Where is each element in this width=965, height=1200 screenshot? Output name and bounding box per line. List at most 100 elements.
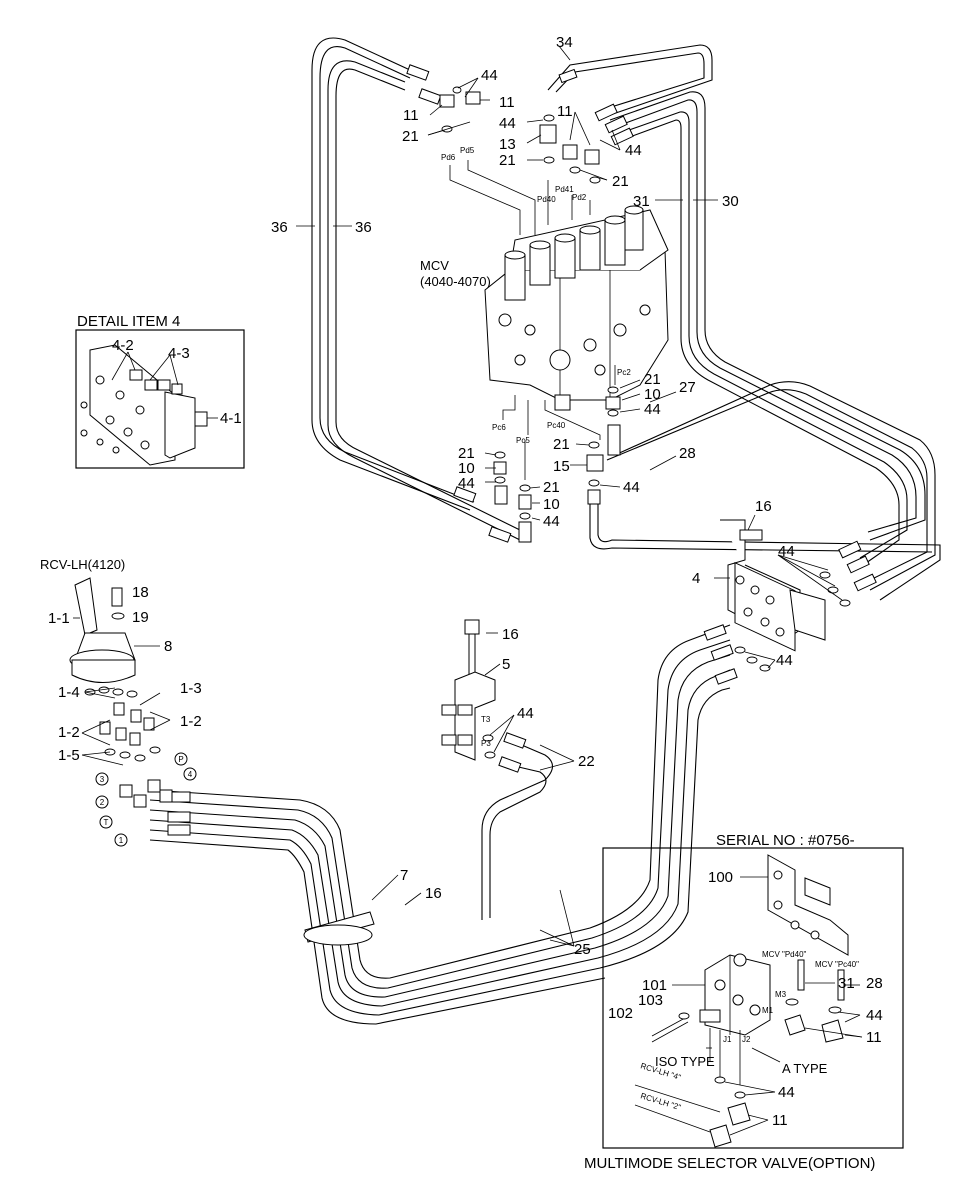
hose-36-outer	[311, 37, 475, 511]
callout-number: 19	[132, 609, 149, 626]
port-label: P3	[481, 739, 491, 748]
callout-number: 27	[679, 379, 696, 396]
mcv-title: MCV	[420, 258, 449, 273]
circled-label: P	[178, 755, 183, 764]
callout-number: 1-4	[58, 684, 80, 701]
circled-label: 2	[100, 798, 105, 807]
iso-type-note: ISO TYPE	[655, 1054, 715, 1069]
callout-number: 13	[499, 136, 516, 153]
callout-number: 11	[499, 94, 515, 111]
callout-number: 100	[708, 869, 733, 886]
circled-label: T	[104, 818, 109, 827]
callout-number: 16	[425, 885, 442, 902]
port-label: M3	[775, 990, 787, 999]
callout-number: 44	[543, 513, 560, 530]
a-type-note: A TYPE	[782, 1061, 828, 1076]
callout-number: 21	[458, 445, 475, 462]
callout-number: 21	[612, 173, 629, 190]
callout-number: 44	[644, 401, 661, 418]
callout-number: 18	[132, 584, 149, 601]
callout-number: 10	[458, 460, 475, 477]
callout-number: 31	[633, 193, 650, 210]
rcv-lh-title: RCV-LH(4120)	[40, 557, 125, 572]
callout-number: 11	[403, 107, 419, 124]
callout-number: 31	[838, 975, 855, 992]
port-label: Pd5	[460, 146, 475, 155]
callout-number: 44	[499, 115, 516, 132]
hose-30-31	[609, 91, 926, 571]
hose-fittings	[167, 64, 877, 836]
callout-number: 30	[722, 193, 739, 210]
bracket-item-5	[441, 619, 496, 761]
callout-number: 44	[623, 479, 640, 496]
callout-number: 10	[543, 496, 560, 513]
bracket-item-4	[720, 519, 851, 672]
callout-number: 15	[553, 458, 570, 475]
detail-item-4-box	[75, 329, 245, 469]
callout-number: 11	[866, 1029, 882, 1046]
callout-number: 34	[556, 34, 573, 51]
port-labels: Pd6 Pd5 Pd40 Pd41 Pd2 Pc2 Pc6 Pc5 Pc40 J…	[441, 146, 787, 1044]
circled-label: 4	[188, 770, 193, 779]
callout-numbers: 44 11 11 21 44 13 21 11 44 21 34 31 30 3…	[48, 34, 883, 1129]
hose-34	[547, 44, 713, 116]
callout-number: 103	[638, 992, 663, 1009]
port-label: Pd2	[572, 193, 587, 202]
callout-number: 1-1	[48, 610, 70, 627]
callout-number: 28	[866, 975, 883, 992]
callout-number: 101	[642, 977, 667, 994]
callout-number: 25	[574, 941, 591, 958]
callout-number: 44	[481, 67, 498, 84]
mcv-pilot-lines	[449, 160, 616, 480]
callout-number: 11	[772, 1112, 788, 1129]
port-label: Pd41	[555, 185, 574, 194]
port-label: Pc2	[617, 368, 631, 377]
callout-number: 44	[625, 142, 642, 159]
hose-25-bundle	[149, 624, 731, 1025]
callout-number: 21	[402, 128, 419, 145]
callout-number: 4-2	[112, 337, 134, 354]
circled-label: 3	[100, 775, 105, 784]
detail-item-4-title: DETAIL ITEM 4	[77, 313, 180, 330]
circled-label: 1	[119, 836, 124, 845]
hose-36-inner	[327, 60, 525, 541]
mcv-pd40-note: MCV "Pd40"	[762, 950, 807, 959]
port-label: J2	[742, 1035, 751, 1044]
port-label: M1	[762, 1006, 774, 1015]
callout-number: 1-5	[58, 747, 80, 764]
hose-27	[606, 381, 936, 591]
callout-number: 4	[692, 570, 700, 587]
callout-number: 44	[458, 475, 475, 492]
callout-number: 44	[776, 652, 793, 669]
port-label: T3	[481, 715, 491, 724]
port-label: Pd6	[441, 153, 456, 162]
port-label: Pc40	[547, 421, 566, 430]
callout-number: 102	[608, 1005, 633, 1022]
serial-number: SERIAL NO : #0756-	[716, 832, 855, 849]
port-label: Pc6	[492, 423, 506, 432]
callout-number: 21	[553, 436, 570, 453]
callout-number: 36	[271, 219, 288, 236]
port-label: J1	[723, 1035, 732, 1044]
rcv-lh-joystick	[69, 577, 173, 808]
callout-number: 44	[866, 1007, 883, 1024]
mcv-fittings	[439, 86, 621, 543]
hose-22	[481, 739, 554, 920]
option-title: MULTIMODE SELECTOR VALVE(OPTION)	[584, 1155, 875, 1172]
callout-number: 21	[644, 371, 661, 388]
callout-number: 1-2	[180, 713, 202, 730]
callout-number: 5	[502, 656, 510, 673]
callout-number: 4-1	[220, 410, 242, 427]
mcv-pc40-note: MCV "Pc40"	[815, 960, 859, 969]
callout-number: 21	[543, 479, 560, 496]
callout-number: 1-2	[58, 724, 80, 741]
callout-number: 44	[517, 705, 534, 722]
callout-number: 11	[557, 103, 573, 120]
callout-number: 36	[355, 219, 372, 236]
hose-clamp-7	[303, 911, 375, 946]
callout-number: 21	[499, 152, 516, 169]
hose-28	[589, 500, 941, 601]
callout-number: 22	[578, 753, 595, 770]
callout-number: 44	[778, 543, 795, 560]
